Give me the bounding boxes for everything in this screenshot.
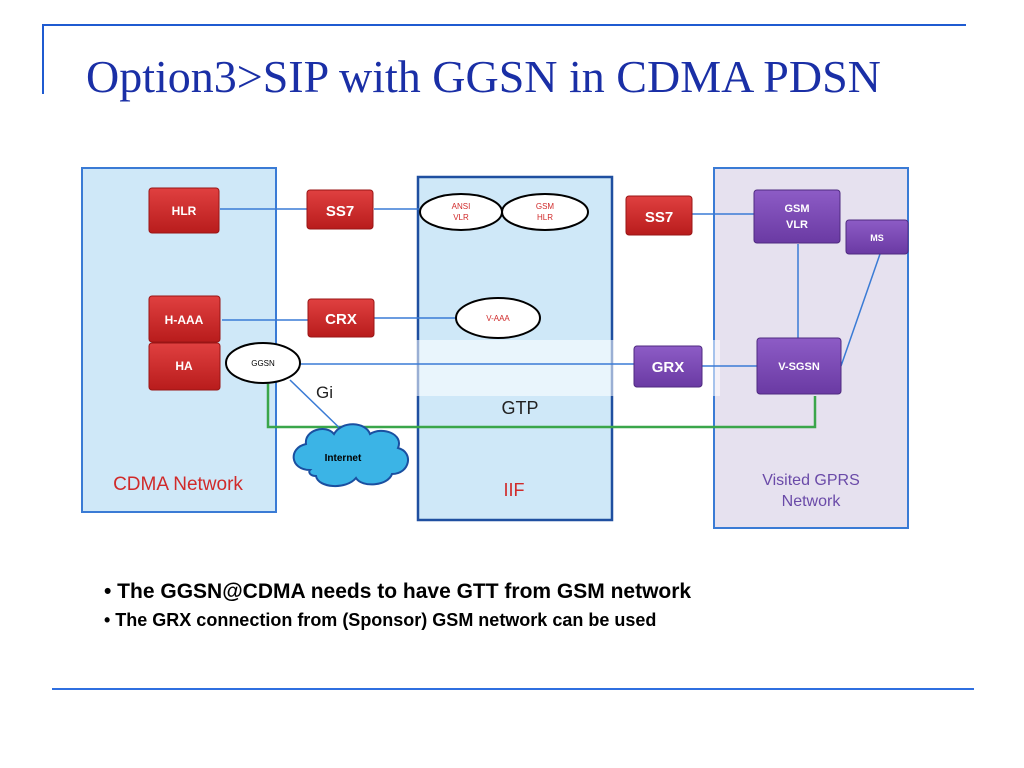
bottom-rule <box>52 688 974 690</box>
ggsn-ellipse <box>225 342 301 384</box>
cdma-network-label: CDMA Network <box>113 474 243 495</box>
internet-label: Internet <box>325 453 362 464</box>
left-rule <box>42 24 44 94</box>
grx-label: GRX <box>652 359 685 376</box>
grx-node <box>633 345 703 388</box>
internet-cloud <box>292 423 409 487</box>
hlr-node <box>148 187 220 234</box>
vaaa-ellipse <box>455 297 541 339</box>
link-ms-vsgsn <box>840 253 881 367</box>
page-title: Option3>SIP with GGSN in CDMA PDSN <box>86 51 881 102</box>
network-diagram: HLR H-AAA HA SS7 CRX SS7 GRX GSM VLR MS … <box>81 167 909 529</box>
ansi-vlr-label-1: ANSI <box>452 202 471 211</box>
gsm-vlr-label-1: GSM <box>784 203 809 215</box>
vsgsn-label: V-SGSN <box>778 361 820 373</box>
gtp-path <box>266 384 817 429</box>
crx-node <box>307 298 375 338</box>
ansi-vlr-label-2: VLR <box>453 213 469 222</box>
gi-label: Gi <box>316 383 333 402</box>
haaa-label: H-AAA <box>165 313 204 327</box>
gsm-vlr-node <box>753 189 841 244</box>
haaa-node <box>148 295 221 343</box>
ss7-right-node <box>625 195 693 236</box>
ansi-vlr-ellipse <box>419 193 503 231</box>
ms-label: MS <box>870 233 884 243</box>
ss7-left-node <box>306 189 374 230</box>
gsm-vlr-label-2: VLR <box>786 219 808 231</box>
ss7-left-label: SS7 <box>326 203 354 220</box>
gtp-label: GTP <box>501 398 538 418</box>
visited-gprs-label-2: Network <box>782 493 842 510</box>
ha-label: HA <box>175 359 193 373</box>
crx-label: CRX <box>325 311 357 328</box>
ss7-right-label: SS7 <box>645 209 673 226</box>
ggsn-label: GGSN <box>251 359 275 368</box>
bullet-list: • The GGSN@CDMA needs to have GTT from G… <box>104 580 691 631</box>
ha-node <box>148 342 221 391</box>
gsm-hlr-label-2: HLR <box>537 213 553 222</box>
ms-node <box>845 219 909 255</box>
visited-gprs-label-1: Visited GPRS <box>762 472 860 489</box>
vsgsn-node <box>756 337 842 395</box>
gsm-hlr-label-1: GSM <box>536 202 555 211</box>
bullet-item-1: • The GGSN@CDMA needs to have GTT from G… <box>104 580 692 603</box>
gsm-hlr-ellipse <box>501 193 589 231</box>
hlr-label: HLR <box>172 204 197 218</box>
top-rule <box>42 24 966 26</box>
iif-label: IIF <box>504 480 525 500</box>
bullet-item-2: • The GRX connection from (Sponsor) GSM … <box>104 610 657 630</box>
vaaa-label: V-AAA <box>486 314 510 323</box>
